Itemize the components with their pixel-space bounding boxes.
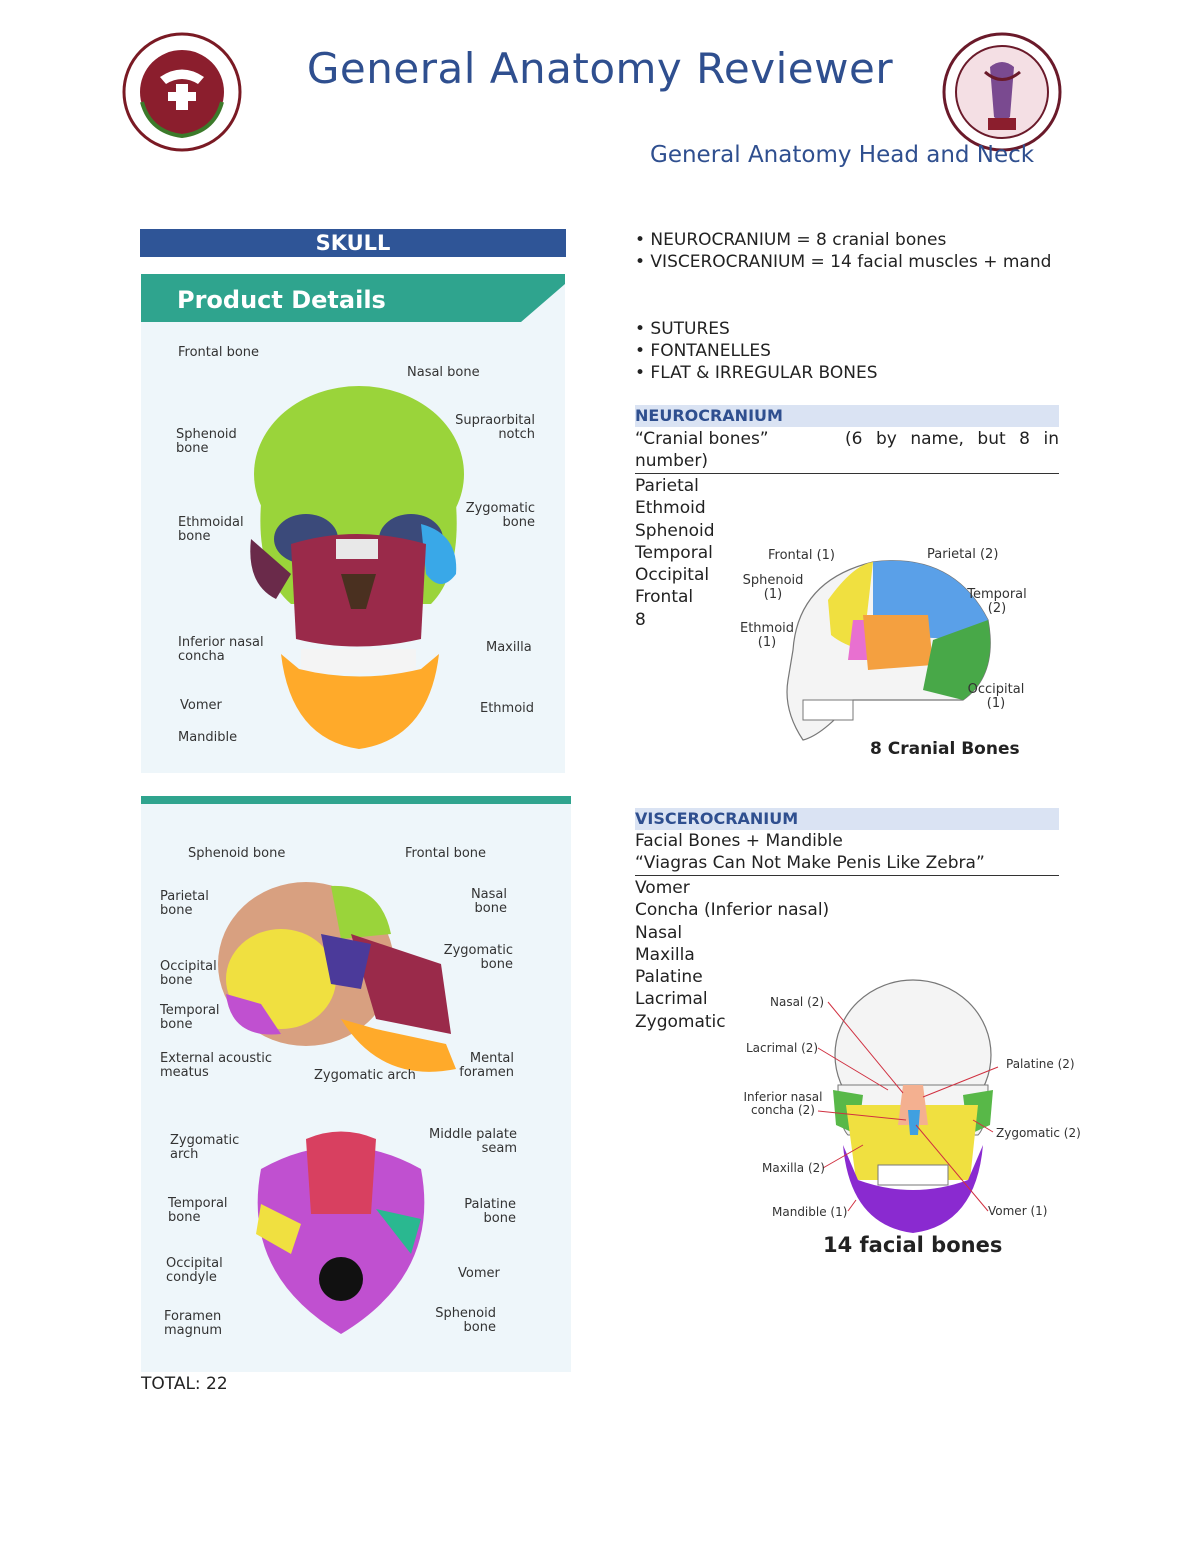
label-side-zygomatic-bone: Zygomatic bone — [443, 943, 513, 972]
list-item: Frontal — [635, 587, 694, 608]
neurocranium-list: Parietal Ethmoid Sphenoid Temporal Occip… — [635, 475, 715, 631]
cranial-bones-caption: 8 Cranial Bones — [870, 739, 1020, 759]
facial-bones-caption: 14 facial bones — [823, 1233, 1003, 1257]
skull-side-base-figure: Sphenoid bone Frontal bone Parietal bone… — [141, 804, 571, 1372]
label-zygomatic-bone: Zygomatic bone — [465, 501, 535, 530]
label-side-frontal-bone: Frontal bone — [405, 846, 487, 861]
bullet-fontanelles: • FONTANELLES — [635, 341, 771, 361]
label-ethmoidal-bone: Ethmoidal bone — [178, 515, 244, 544]
label-sphenoid-1: Sphenoid (1) — [742, 573, 804, 602]
teal-divider — [141, 796, 571, 804]
cranial-bones-note: (6 by name, but 8 in number) — [635, 429, 1059, 471]
neurocranium-rule — [635, 473, 1059, 474]
label-side-parietal-bone: Parietal bone — [160, 889, 209, 918]
skull-front-figure: Product Details Frontal bone Nasal bone … — [141, 274, 565, 773]
list-item: Sphenoid — [635, 520, 715, 541]
list-item: 8 — [635, 609, 646, 630]
list-item: Nasal — [635, 922, 683, 943]
label-vomer: Vomer — [180, 698, 222, 713]
label-sphenoid-bone: Sphenoid bone — [176, 427, 237, 456]
total-count: TOTAL: 22 — [141, 1374, 228, 1394]
product-details-title: Product Details — [177, 286, 386, 314]
label-parietal-2: Parietal (2) — [927, 547, 999, 562]
label-nasal-bone: Nasal bone — [407, 365, 480, 380]
label-mandible-1: Mandible (1) — [772, 1205, 848, 1219]
label-base-temporal-bone: Temporal bone — [168, 1196, 228, 1225]
list-item: Concha (Inferior nasal) — [635, 900, 830, 921]
label-ethmoid: Ethmoid — [480, 701, 535, 716]
label-supraorbital-notch: Supraorbital notch — [455, 413, 535, 442]
bullet-flat-irregular: • FLAT & IRREGULAR BONES — [635, 363, 878, 383]
label-frontal-bone: Frontal bone — [178, 345, 260, 360]
label-temporal-2: Temporal (2) — [967, 587, 1027, 616]
label-vomer-1: Vomer (1) — [988, 1204, 1048, 1218]
cranial-bones-figure: Frontal (1) Parietal (2) Sphenoid (1) Te… — [733, 540, 1033, 765]
label-side-zygomatic-arch: Zygomatic arch — [314, 1068, 416, 1083]
bullet-neurocranium: • NEUROCRANIUM = 8 cranial bones — [635, 230, 947, 250]
bullet-sutures: • SUTURES — [635, 319, 730, 339]
label-inferior-nasal-concha: Inferior nasal concha — [178, 635, 264, 664]
list-item: Vomer — [635, 878, 690, 898]
label-base-zygomatic-arch: Zygomatic arch — [170, 1133, 240, 1162]
facial-bones-mandible: Facial Bones + Mandible — [635, 831, 843, 851]
bullet-viscerocranium: • VISCEROCRANIUM = 14 facial muscles + m… — [635, 252, 1052, 272]
label-side-occipital-bone: Occipital bone — [160, 959, 217, 988]
label-occipital-1: Occipital (1) — [967, 682, 1025, 711]
label-base-middle-palate-seam: Middle palate seam — [429, 1127, 517, 1156]
list-item: Parietal — [635, 476, 699, 496]
neurocranium-heading: NEUROCRANIUM — [635, 405, 1059, 427]
label-maxilla: Maxilla — [486, 640, 532, 655]
label-base-sphenoid-bone: Sphenoid bone — [435, 1306, 496, 1335]
label-base-foramen-magnum: Foramen magnum — [164, 1309, 223, 1338]
mnemonic: “Viagras Can Not Make Penis Like Zebra” — [635, 853, 985, 873]
label-ethmoid-1: Ethmoid (1) — [739, 621, 795, 650]
list-item: Maxilla — [635, 944, 695, 965]
label-side-mental-foramen: Mental foramen — [459, 1051, 514, 1080]
label-frontal-1: Frontal (1) — [768, 548, 836, 563]
page-title: General Anatomy Reviewer — [306, 44, 894, 93]
viscerocranium-heading: VISCEROCRANIUM — [635, 808, 1059, 830]
label-mandible: Mandible — [178, 730, 238, 745]
label-side-external-acoustic-meatus: External acoustic meatus — [160, 1051, 273, 1080]
label-side-sphenoid-bone: Sphenoid bone — [188, 846, 286, 861]
label-inferior-nasal-concha-2: Inferior nasal concha (2) — [743, 1090, 823, 1117]
cranial-bones-label: “Cranial bones” — [635, 429, 769, 449]
label-nasal-2: Nasal (2) — [770, 995, 825, 1009]
left-university-seal — [120, 32, 244, 156]
list-item: Zygomatic — [635, 1011, 726, 1032]
label-zygomatic-2: Zygomatic (2) — [996, 1126, 1081, 1140]
list-item: Palatine — [635, 967, 703, 988]
page-subtitle: General Anatomy Head and Neck — [650, 142, 1035, 168]
label-base-occipital-condyle: Occipital condyle — [166, 1256, 223, 1285]
list-item: Temporal — [635, 542, 713, 563]
label-palatine-2: Palatine (2) — [1006, 1057, 1075, 1071]
list-item: Occipital — [635, 565, 710, 586]
viscerocranium-rule — [635, 875, 1059, 876]
label-base-palatine-bone: Palatine bone — [464, 1197, 516, 1226]
right-college-seal — [940, 32, 1064, 156]
label-base-vomer: Vomer — [458, 1266, 500, 1281]
label-side-nasal-bone: Nasal bone — [470, 887, 507, 916]
label-maxilla-2: Maxilla (2) — [762, 1161, 825, 1175]
label-lacrimal-2: Lacrimal (2) — [746, 1041, 819, 1055]
facial-bones-figure: Nasal (2) Lacrimal (2) Palatine (2) Infe… — [738, 975, 1083, 1265]
skull-heading: SKULL — [140, 229, 566, 257]
list-item: Ethmoid — [635, 498, 706, 519]
viscerocranium-list: Vomer Concha (Inferior nasal) Nasal Maxi… — [635, 877, 829, 1033]
list-item: Lacrimal — [635, 989, 708, 1010]
label-side-temporal-bone: Temporal bone — [160, 1003, 220, 1032]
